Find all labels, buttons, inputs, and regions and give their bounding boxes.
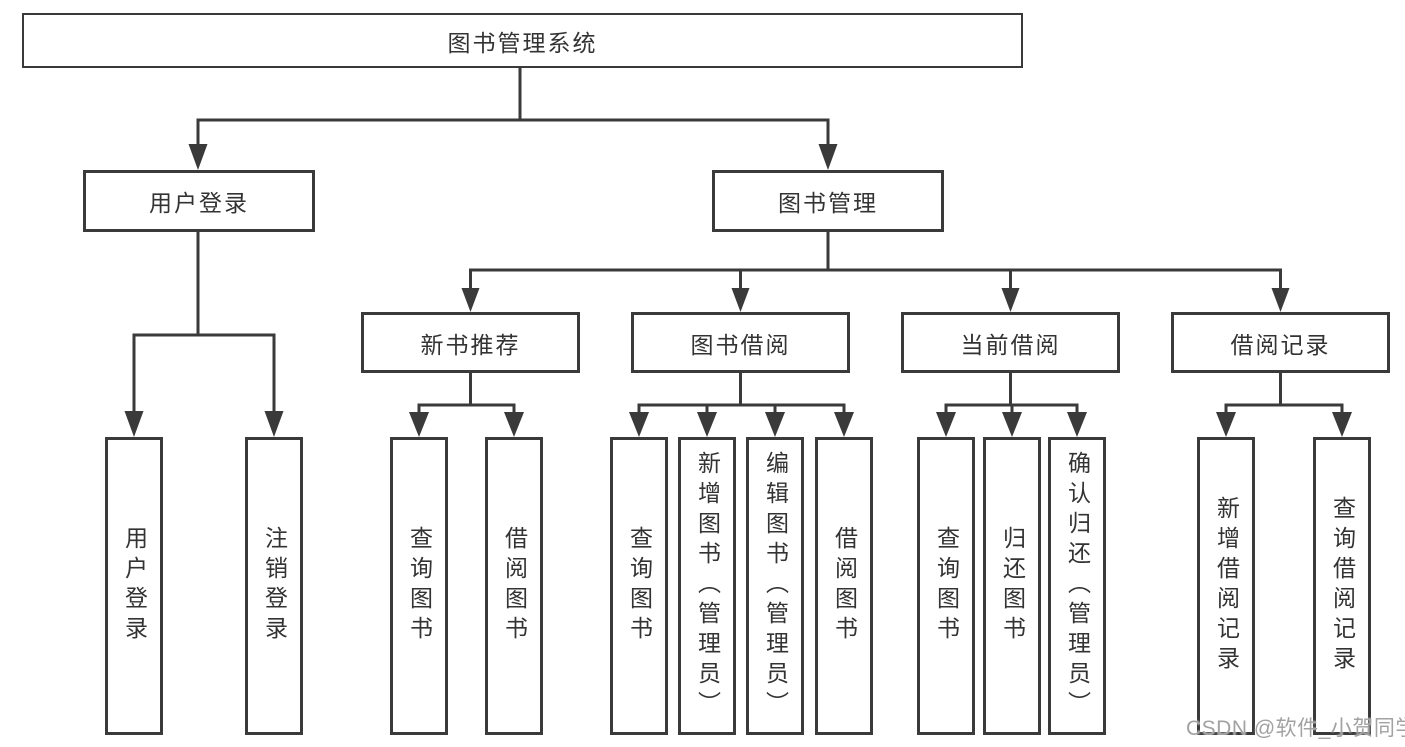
connector-new-book-group bbox=[409, 373, 524, 437]
leaf-query-books-borrow: 查询图书 bbox=[610, 437, 668, 735]
node-user-login: 用户登录 bbox=[83, 170, 315, 232]
node-root-label: 图书管理系统 bbox=[447, 29, 598, 56]
leaf-query-books-recommend-label: 查询图书 bbox=[406, 526, 433, 646]
leaf-borrow-books-recommend-label: 借阅图书 bbox=[501, 526, 528, 646]
leaf-borrow-books-label: 借阅图书 bbox=[831, 526, 858, 646]
leaf-confirm-return-admin-label: 确认归还（管理员） bbox=[1064, 451, 1091, 721]
leaf-return-books: 归还图书 bbox=[983, 437, 1041, 735]
leaf-query-borrow-record: 查询借阅记录 bbox=[1313, 437, 1371, 735]
leaf-query-borrow-record-label: 查询借阅记录 bbox=[1329, 496, 1356, 676]
leaf-logout: 注销登录 bbox=[245, 437, 303, 735]
node-book-management: 图书管理 bbox=[712, 170, 944, 232]
connector-book-borrow-group bbox=[629, 373, 854, 437]
node-current-borrow: 当前借阅 bbox=[901, 312, 1120, 373]
node-book-management-label: 图书管理 bbox=[778, 190, 878, 216]
node-borrow-records: 借阅记录 bbox=[1171, 312, 1390, 373]
node-borrow-records-label: 借阅记录 bbox=[1230, 331, 1331, 358]
leaf-logout-label: 注销登录 bbox=[261, 526, 288, 646]
leaf-add-borrow-record: 新增借阅记录 bbox=[1197, 437, 1255, 735]
leaf-add-book-admin-label: 新增图书（管理员） bbox=[694, 451, 721, 721]
leaf-edit-book-admin-label: 编辑图书（管理员） bbox=[762, 451, 789, 721]
leaf-return-books-label: 归还图书 bbox=[999, 526, 1026, 646]
leaf-user-login: 用户登录 bbox=[105, 437, 163, 735]
node-current-borrow-label: 当前借阅 bbox=[960, 331, 1061, 358]
leaf-query-books-current: 查询图书 bbox=[917, 437, 975, 735]
node-user-login-label: 用户登录 bbox=[149, 190, 249, 216]
leaf-add-borrow-record-label: 新增借阅记录 bbox=[1213, 496, 1240, 676]
leaf-query-books-borrow-label: 查询图书 bbox=[626, 526, 653, 646]
node-new-book-recommend: 新书推荐 bbox=[361, 312, 580, 373]
connector-current-borrow-group bbox=[936, 373, 1087, 437]
node-book-borrow-label: 图书借阅 bbox=[690, 331, 791, 358]
connector-book-management-to-groups bbox=[461, 232, 1290, 312]
leaf-add-book-admin: 新增图书（管理员） bbox=[678, 437, 736, 735]
leaf-edit-book-admin: 编辑图书（管理员） bbox=[746, 437, 804, 735]
node-root: 图书管理系统 bbox=[22, 13, 1023, 68]
leaf-user-login-label: 用户登录 bbox=[121, 526, 148, 646]
connector-root-to-branches bbox=[188, 67, 838, 170]
watermark: CSDN @软件_小贺同学 bbox=[1186, 717, 1405, 740]
leaf-borrow-books: 借阅图书 bbox=[815, 437, 873, 735]
connector-borrow-record-group bbox=[1216, 373, 1352, 437]
connector-user-login-group bbox=[124, 232, 284, 437]
node-book-borrow: 图书借阅 bbox=[631, 312, 850, 373]
leaf-confirm-return-admin: 确认归还（管理员） bbox=[1048, 437, 1106, 735]
leaf-borrow-books-recommend: 借阅图书 bbox=[485, 437, 543, 735]
node-new-book-recommend-label: 新书推荐 bbox=[420, 331, 521, 358]
leaf-query-books-recommend: 查询图书 bbox=[390, 437, 448, 735]
leaf-query-books-current-label: 查询图书 bbox=[933, 526, 960, 646]
